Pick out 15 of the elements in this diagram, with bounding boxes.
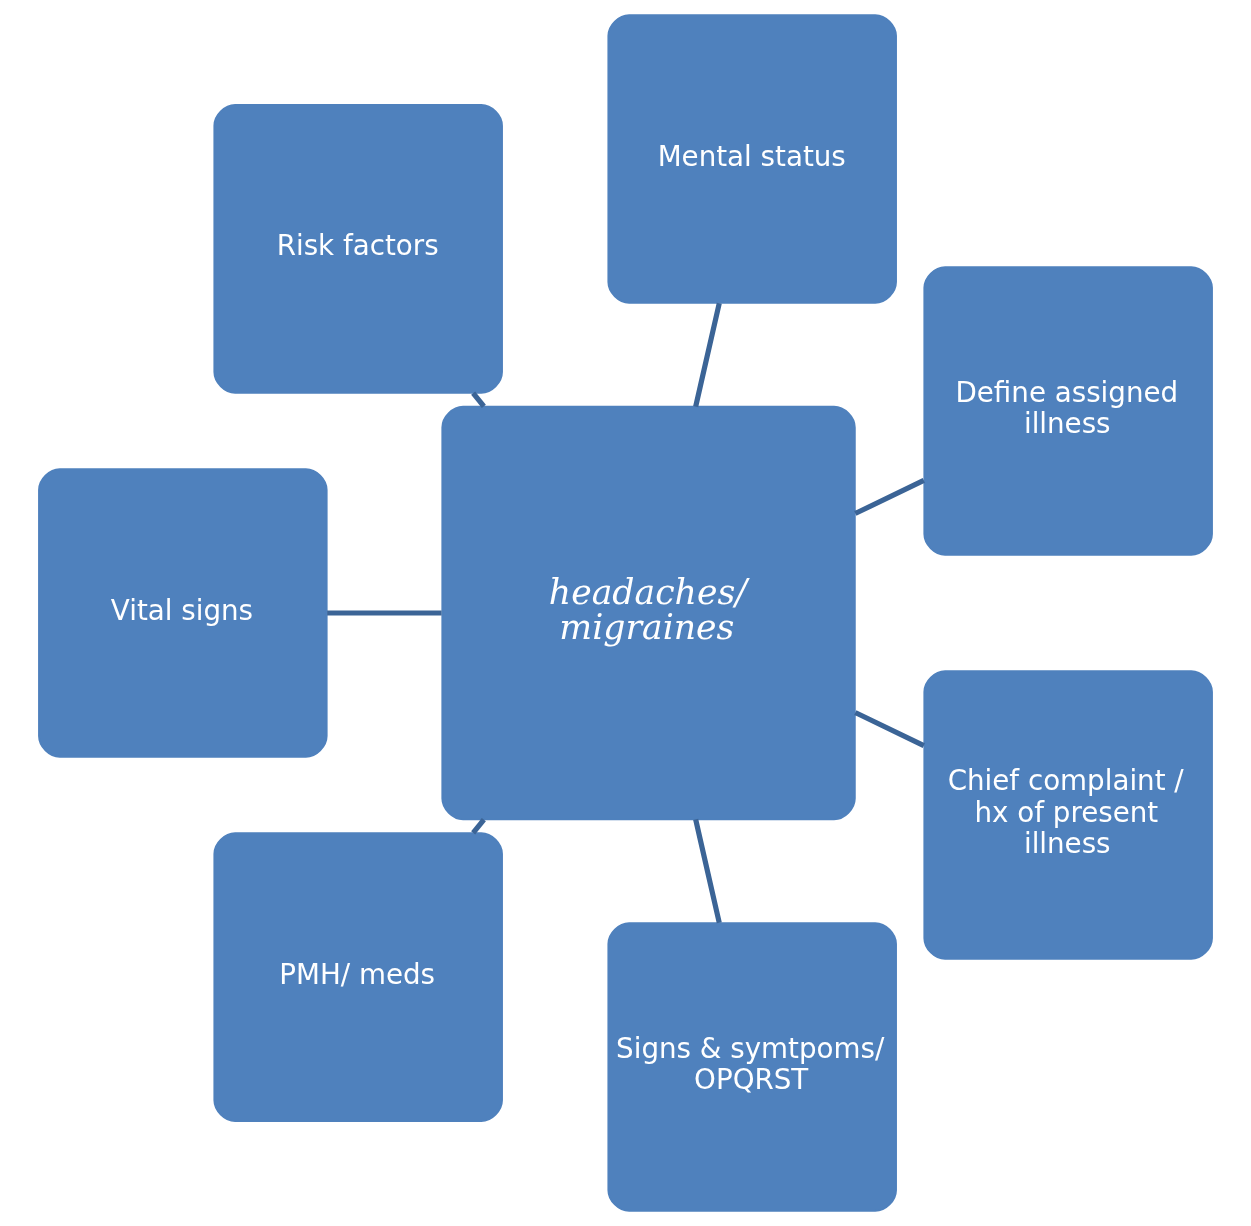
node-box: Vital signs bbox=[38, 468, 328, 758]
connector bbox=[471, 817, 486, 835]
node-box: Define assigned illness bbox=[923, 266, 1213, 556]
connector bbox=[471, 391, 486, 409]
node-box: Signs & symtpoms/ OPQRST bbox=[607, 922, 897, 1212]
node-box: Chief complaint / hx of present illness bbox=[923, 670, 1213, 960]
node-box: Mental status bbox=[607, 14, 897, 304]
node-box: headaches/ migraines bbox=[441, 405, 856, 821]
connector bbox=[327, 610, 442, 616]
connector bbox=[854, 710, 925, 748]
connector bbox=[693, 818, 722, 924]
node-box: Risk factors bbox=[213, 104, 503, 394]
connector bbox=[693, 302, 722, 408]
connector bbox=[854, 478, 925, 516]
node-box: PMH/ meds bbox=[213, 832, 503, 1122]
